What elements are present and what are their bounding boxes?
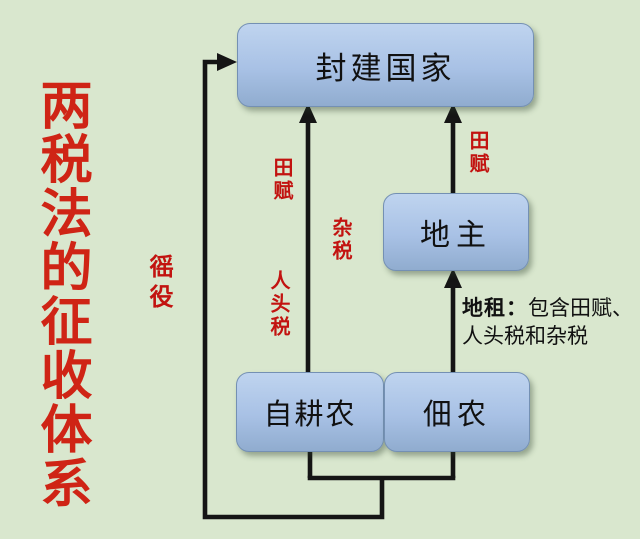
dizu-description-line2: 人头税和杂税 <box>462 323 588 348</box>
node-landlord-label: 地主 <box>420 219 492 252</box>
node-landlord: 地主 <box>383 193 529 271</box>
edge-label-dizu: 地租：包含田赋、 人头税和杂税 <box>462 295 640 351</box>
node-owner-farmer-label: 自耕农 <box>263 399 357 431</box>
edge-label-tianfu-landlord: 田赋 <box>466 130 488 176</box>
edge-label-yaoyi: 徭役 <box>145 254 171 314</box>
arrow-landlord-to-state <box>444 103 462 193</box>
edge-label-zashui: 杂税 <box>329 217 351 263</box>
node-tenant-farmer: 佃农 <box>384 372 530 452</box>
diagram-title: 两税法的征收体系 <box>32 78 89 510</box>
arrowhead-up-icon <box>444 268 462 288</box>
dizu-description-line1: 包含田赋、 <box>528 296 633 320</box>
node-owner-farmer: 自耕农 <box>236 372 384 452</box>
node-feudal-state: 封建国家 <box>237 23 534 107</box>
node-feudal-state-label: 封建国家 <box>315 50 456 86</box>
node-tenant-farmer-label: 佃农 <box>422 399 491 431</box>
arrowhead-right-icon <box>217 53 237 71</box>
edge-label-rentoushui: 人头税 <box>267 270 289 339</box>
edge-label-tianfu-owner-farmer: 田赋 <box>270 157 292 203</box>
arrow-tenant-to-landlord <box>444 268 462 372</box>
dizu-term: 地租： <box>462 296 528 320</box>
arrow-owner-farmer-to-state <box>299 103 317 372</box>
